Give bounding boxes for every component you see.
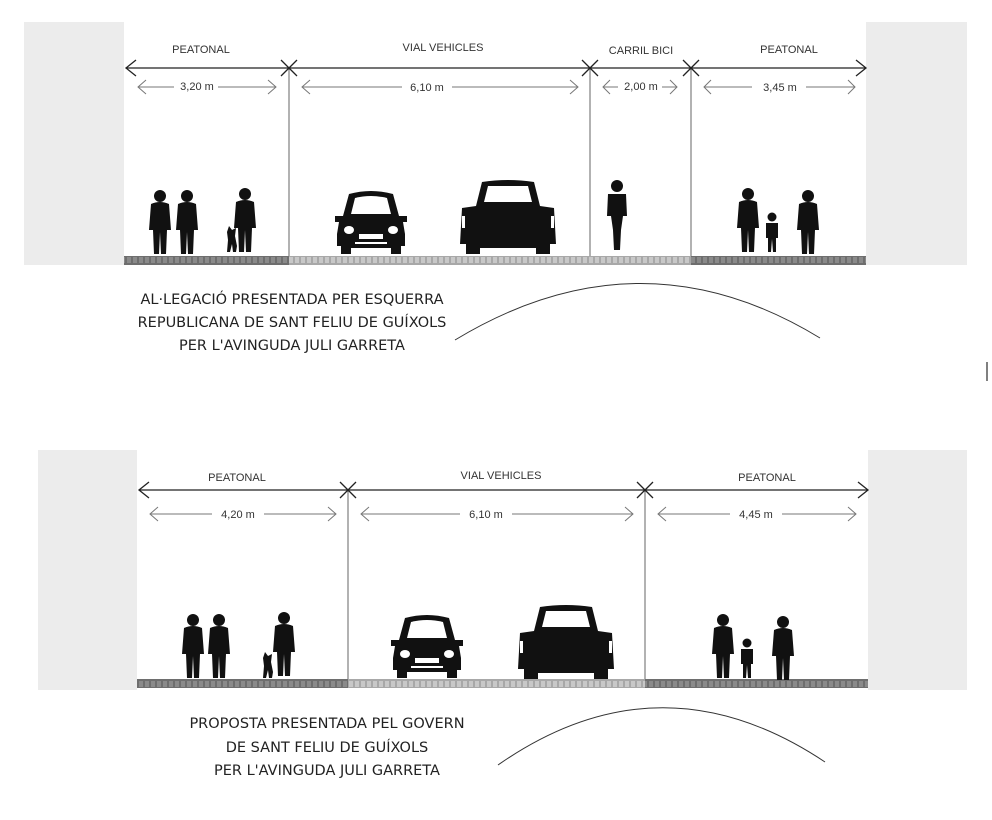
roadway — [289, 256, 691, 265]
zone-dimension-lines — [137, 79, 856, 95]
arc-curve — [454, 283, 821, 341]
zone-width: 2,00 m — [624, 81, 658, 93]
zone-label: PEATONAL — [738, 472, 796, 484]
sidewalk-right — [691, 256, 866, 265]
zone-label: CARRIL BICI — [609, 45, 673, 57]
caption-line: PROPOSTA PRESENTADA PEL GOVERN — [189, 716, 464, 732]
sidewalk-right — [645, 679, 868, 688]
bottom-section: PEATONAL VIAL VEHICLES PEATONAL 4,20 m 6… — [38, 450, 967, 779]
roadway — [348, 679, 645, 688]
zone-width: 6,10 m — [469, 509, 503, 521]
zone-width: 4,45 m — [739, 509, 773, 521]
zone-width: 3,45 m — [763, 82, 797, 94]
zone-label: VIAL VEHICLES — [403, 42, 484, 54]
zone-label: PEATONAL — [172, 44, 230, 56]
zone-dimension-lines — [149, 506, 857, 522]
zone-width: 3,20 m — [180, 81, 214, 93]
sidewalk-left — [137, 679, 348, 688]
sidewalk-left — [124, 256, 289, 265]
overall-dimension-line — [124, 59, 868, 77]
caption-line: REPUBLICANA DE SANT FELIU DE GUÍXOLS — [138, 314, 447, 331]
top-section: PEATONAL VIAL VEHICLES CARRIL BICI PEATO… — [24, 22, 967, 354]
caption-line: PER L'AVINGUDA JULI GARRETA — [214, 763, 440, 779]
caption-line: AL·LEGACIÓ PRESENTADA PER ESQUERRA — [140, 290, 443, 308]
overall-dimension-line — [137, 481, 870, 499]
zone-label: VIAL VEHICLES — [461, 470, 542, 482]
caption-line: DE SANT FELIU DE GUÍXOLS — [226, 739, 428, 756]
zone-label: PEATONAL — [760, 44, 818, 56]
caption-line: PER L'AVINGUDA JULI GARRETA — [179, 338, 405, 354]
zone-width: 4,20 m — [221, 509, 255, 521]
street-space — [137, 450, 868, 690]
arc-curve — [497, 707, 826, 766]
zone-width: 6,10 m — [410, 82, 444, 94]
zone-label: PEATONAL — [208, 472, 266, 484]
